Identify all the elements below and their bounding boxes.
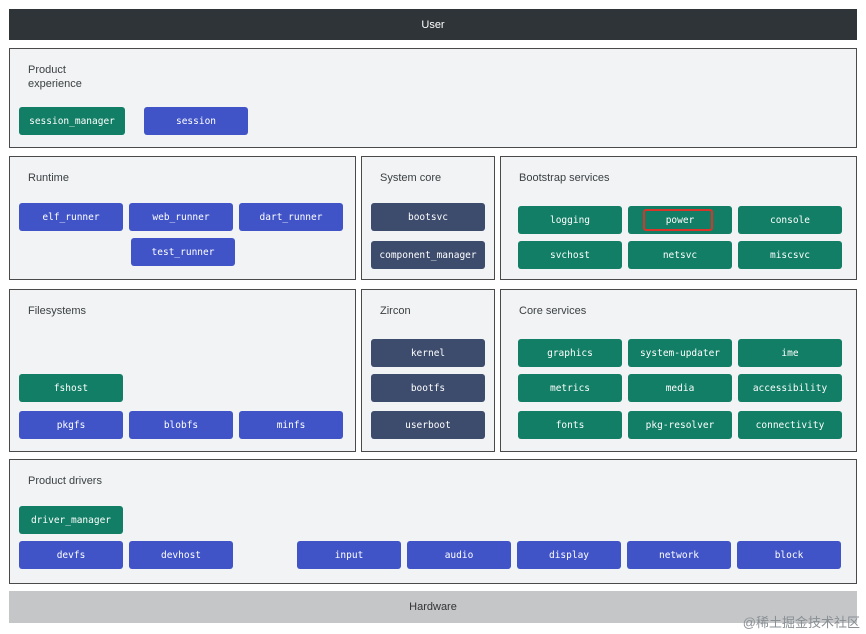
network-box: network [627,541,731,569]
blobfs-box: blobfs [129,411,233,439]
panel-title: Filesystems [28,305,87,317]
svchost-box: svchost [518,241,622,269]
panel-title: Bootstrap services [519,172,610,184]
userboot-box: userboot [371,411,485,439]
system-core-panel: System core bootsvc component_manager [361,156,495,280]
pkgfs-box: pkgfs [19,411,123,439]
audio-box: audio [407,541,511,569]
connectivity-box: connectivity [738,411,842,439]
fonts-box: fonts [518,411,622,439]
web-runner-box: web_runner [129,203,233,231]
bootsvc-box: bootsvc [371,203,485,231]
user-layer-bar: User [9,9,857,40]
console-box: console [738,206,842,234]
block-box: block [737,541,841,569]
media-box: media [628,374,732,402]
display-box: display [517,541,621,569]
product-drivers-panel: Product drivers driver_manager devfs dev… [9,459,857,584]
component-manager-box: component_manager [371,241,485,269]
devhost-box: devhost [129,541,233,569]
core-services-panel: Core services graphics system-updater im… [500,289,857,452]
metrics-box: metrics [518,374,622,402]
panel-title: Product drivers [28,475,102,487]
ime-box: ime [738,339,842,367]
power-highlight-frame [643,209,713,231]
input-box: input [297,541,401,569]
pkg-resolver-box: pkg-resolver [628,411,732,439]
kernel-box: kernel [371,339,485,367]
elf-runner-box: elf_runner [19,203,123,231]
bootfs-box: bootfs [371,374,485,402]
driver-manager-box: driver_manager [19,506,123,534]
panel-title: Core services [519,305,587,317]
panel-title: Zircon [380,305,411,317]
fshost-box: fshost [19,374,123,402]
system-updater-box: system-updater [628,339,732,367]
session-box: session [144,107,248,135]
logging-box: logging [518,206,622,234]
runtime-panel: Runtime elf_runner web_runner dart_runne… [9,156,356,280]
netsvc-box: netsvc [628,241,732,269]
panel-title: System core [380,172,442,184]
miscsvc-box: miscsvc [738,241,842,269]
graphics-box: graphics [518,339,622,367]
panel-title: Runtime [28,172,69,184]
zircon-panel: Zircon kernel bootfs userboot [361,289,495,452]
bootstrap-services-panel: Bootstrap services logging power console… [500,156,857,280]
accessibility-box: accessibility [738,374,842,402]
hardware-layer-bar: Hardware [9,591,857,623]
product-experience-panel: Product experience session_manager sessi… [9,48,857,148]
filesystems-panel: Filesystems fshost pkgfs blobfs minfs [9,289,356,452]
watermark-text: @稀土掘金技术社区 [742,615,860,630]
session-manager-box: session_manager [19,107,125,135]
dart-runner-box: dart_runner [239,203,343,231]
test-runner-box: test_runner [131,238,235,266]
minfs-box: minfs [239,411,343,439]
panel-title: Product experience [28,64,82,90]
devfs-box: devfs [19,541,123,569]
